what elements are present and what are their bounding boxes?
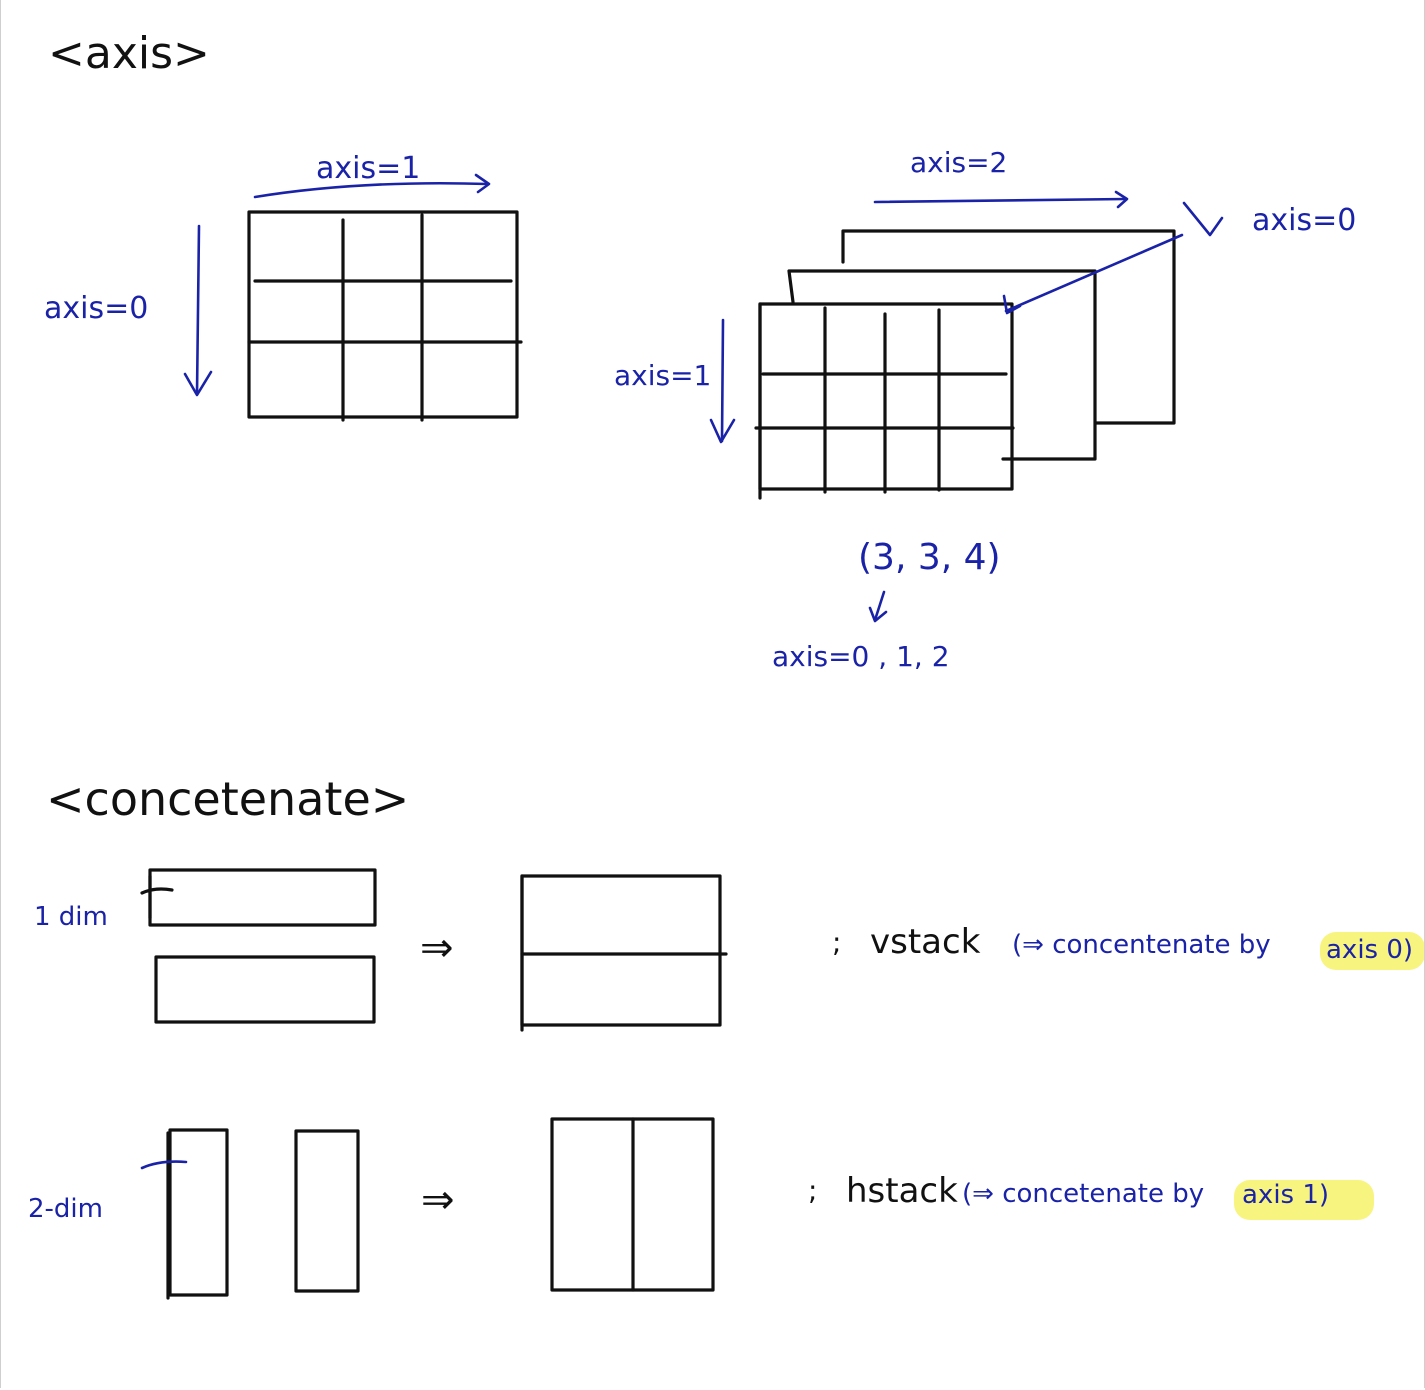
grid-3d-middle-sheet (787, 269, 1097, 461)
grid-3d-axis0-arrow (1002, 201, 1224, 315)
grid-3d-axis2-arrow (873, 190, 1129, 209)
axis-section-heading: <axis> (48, 28, 210, 79)
grid-2d-axis1-arrow (253, 173, 491, 199)
vstack-dim-marker (140, 874, 174, 920)
grid-2d-outline (247, 210, 519, 419)
grid-3d-axis2-label: axis=2 (910, 146, 1007, 179)
vstack-description: (⇒ concentenate by (1012, 930, 1271, 960)
hstack-arrow: ⇒ (421, 1177, 455, 1223)
grid-3d (754, 229, 1176, 500)
hstack-input-block-left (168, 1128, 229, 1297)
grid-2d-axis0-label: axis=0 (44, 291, 148, 326)
vstack-arrow: ⇒ (420, 925, 454, 971)
hstack-highlight-text: axis 1) (1242, 1180, 1329, 1210)
grid-3d-axis1-label: axis=1 (614, 359, 711, 392)
vstack-input-block-top (148, 868, 377, 927)
grid-3d-axis1-arrow (709, 318, 736, 444)
concatenate-section-heading: <concetenate> (46, 772, 409, 826)
hstack-description: (⇒ concetenate by (962, 1179, 1204, 1209)
hstack-prefix: ; (808, 1174, 817, 1207)
hstack-diagram (166, 1117, 715, 1300)
grid-3d-shape-label: (3, 3, 4) (858, 537, 1001, 578)
hstack-input-block-right (294, 1129, 360, 1293)
vstack-name: vstack (870, 922, 981, 962)
hstack-dim-label: 2-dim (28, 1194, 103, 1224)
vstack-highlight-text: axis 0) (1326, 935, 1413, 965)
vstack-dim-label: 1 dim (34, 902, 108, 932)
vstack-input-block-bottom (154, 955, 376, 1024)
vstack-prefix: ; (832, 926, 841, 959)
hstack-name: hstack (846, 1171, 958, 1211)
vstack-result-block (520, 874, 722, 1027)
grid-2d (247, 210, 523, 422)
vstack-highlight-mark (1320, 932, 1425, 970)
grid-3d-shape-axes-label: axis=0 , 1, 2 (772, 640, 950, 673)
grid-3d-back-sheet (841, 229, 1176, 425)
hstack-highlight-mark (1234, 1180, 1374, 1220)
vstack-diagram (140, 868, 728, 1032)
grid-2d-axis0-arrow (183, 224, 213, 397)
hstack-dim-tick (140, 1160, 188, 1170)
grid-3d-axis0-label: axis=0 (1252, 203, 1356, 238)
grid-2d-axis1-label: axis=1 (316, 151, 420, 186)
grid-3d-shape-arrow (868, 590, 888, 623)
